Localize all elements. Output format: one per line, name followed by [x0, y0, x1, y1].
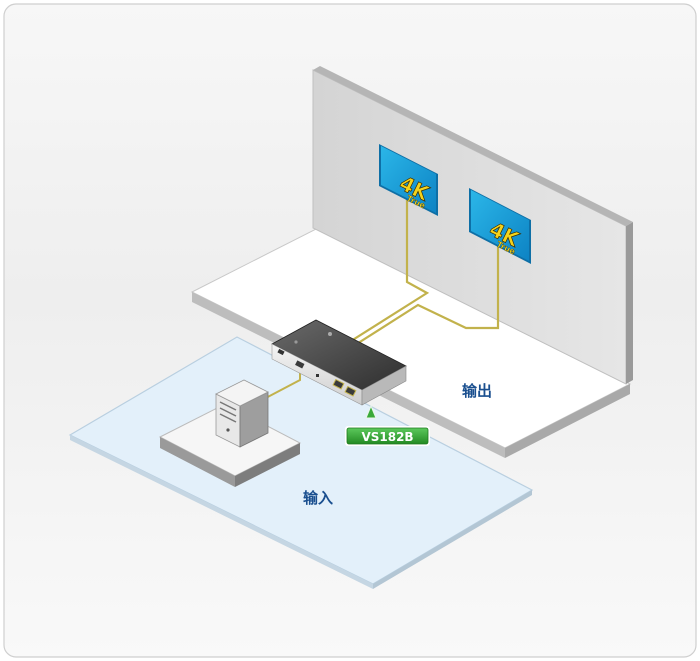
device-label: VS182B — [361, 430, 413, 444]
computer-tower-icon — [215, 379, 269, 448]
input-floor — [68, 336, 534, 589]
splitter-device — [271, 319, 407, 406]
output-label: 输出 — [462, 382, 492, 400]
device-tag: VS182B — [345, 404, 430, 446]
computer — [158, 379, 302, 487]
input-label: 输入 — [303, 489, 333, 507]
